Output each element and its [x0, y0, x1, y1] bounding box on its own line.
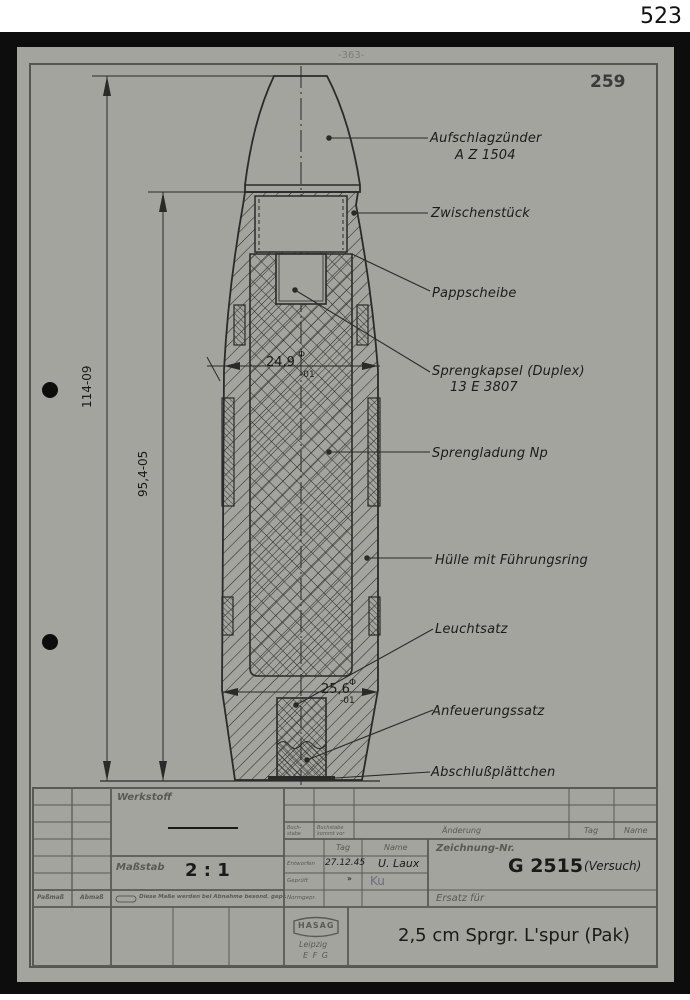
approval-row-label: Geprüft [287, 878, 308, 884]
company-logo: HASAG [298, 921, 335, 930]
change-name-header: Name [624, 826, 648, 835]
adapter-cavity [254, 195, 348, 253]
dimension-diameter-upper-tol: -01 [300, 370, 315, 380]
massstab-label: Maßstab [116, 862, 165, 873]
page-number: 523 [640, 4, 682, 29]
change-letter-header: Buch-stabe [287, 825, 302, 837]
phi-symbol: Φ [349, 678, 357, 688]
callout-cardboard-disc: Pappscheibe [432, 286, 517, 301]
callout-detonator: Sprengkapsel (Duplex) [432, 364, 585, 379]
callout-detonator-model: 13 E 3807 [450, 380, 518, 395]
callout-igniter: Anfeuerungssatz [432, 704, 545, 719]
dimension-diameter-band-tol: -01 [340, 696, 355, 706]
approval-name: Ku [370, 874, 385, 888]
drawing-number-note: (Versuch) [584, 859, 642, 873]
dimension-overall-length: 114-09 [80, 365, 94, 408]
detonator-cup [275, 253, 327, 305]
dimension-body-length: 95,4-05 [136, 450, 150, 497]
closing-plate [268, 776, 335, 781]
company-sub: E F G [303, 951, 329, 960]
dimension-diameter-band: 25,6 [321, 682, 350, 697]
replacement-label: Ersatz für [436, 893, 485, 904]
callout-tracer: Leuchtsatz [435, 622, 508, 637]
change-letter-occurs-header: Buchstabe kommt vor [317, 825, 345, 837]
werkstoff-label: Werkstoff [117, 792, 172, 803]
title-block-grid [32, 787, 658, 967]
callout-closing-plate: Abschlußplättchen [431, 765, 556, 780]
approval-date: » [347, 874, 352, 883]
inspection-note: Diese Maße werden bei Abnahme besond. ge… [139, 894, 287, 900]
sheet-number: 259 [590, 72, 626, 92]
phi-symbol: Φ [298, 350, 306, 360]
punch-hole-icon [42, 382, 58, 398]
fuze [244, 75, 361, 193]
dimension-diameter-upper: 24,9 [266, 355, 295, 370]
drawing-number: G 2515 [508, 855, 584, 877]
callout-explosive-charge: Sprengladung Np [432, 446, 549, 461]
drawing-number-label: Zeichnung-Nr. [436, 843, 515, 854]
approval-date: 27.12.45 [325, 858, 366, 868]
callout-adapter: Zwischenstück [431, 206, 530, 221]
top-stamp: -363- [338, 50, 365, 61]
callout-shell-body: Hülle mit Führungsring [435, 553, 588, 568]
approval-name: U. Laux [378, 857, 420, 870]
abmass-label: Abmaß [80, 894, 104, 901]
drawing-title: 2,5 cm Sprgr. L'spur (Pak) [398, 925, 630, 946]
change-header: Änderung [442, 826, 482, 835]
callout-fuze-model: A Z 1504 [455, 148, 516, 163]
explosive-charge [249, 253, 353, 677]
passmass-label: Paßmaß [37, 894, 64, 901]
approval-name-header: Name [384, 843, 408, 852]
punch-hole-icon [42, 634, 58, 650]
massstab-value: 2 : 1 [185, 860, 230, 881]
change-date-header: Tag [584, 826, 599, 835]
company-city: Leipzig [299, 940, 328, 949]
approval-row-label: Entworfen [287, 861, 316, 867]
approval-row-label: Normgepr. [287, 895, 316, 901]
callout-fuze: Aufschlagzünder [430, 131, 542, 146]
approval-date-header: Tag [336, 843, 351, 852]
